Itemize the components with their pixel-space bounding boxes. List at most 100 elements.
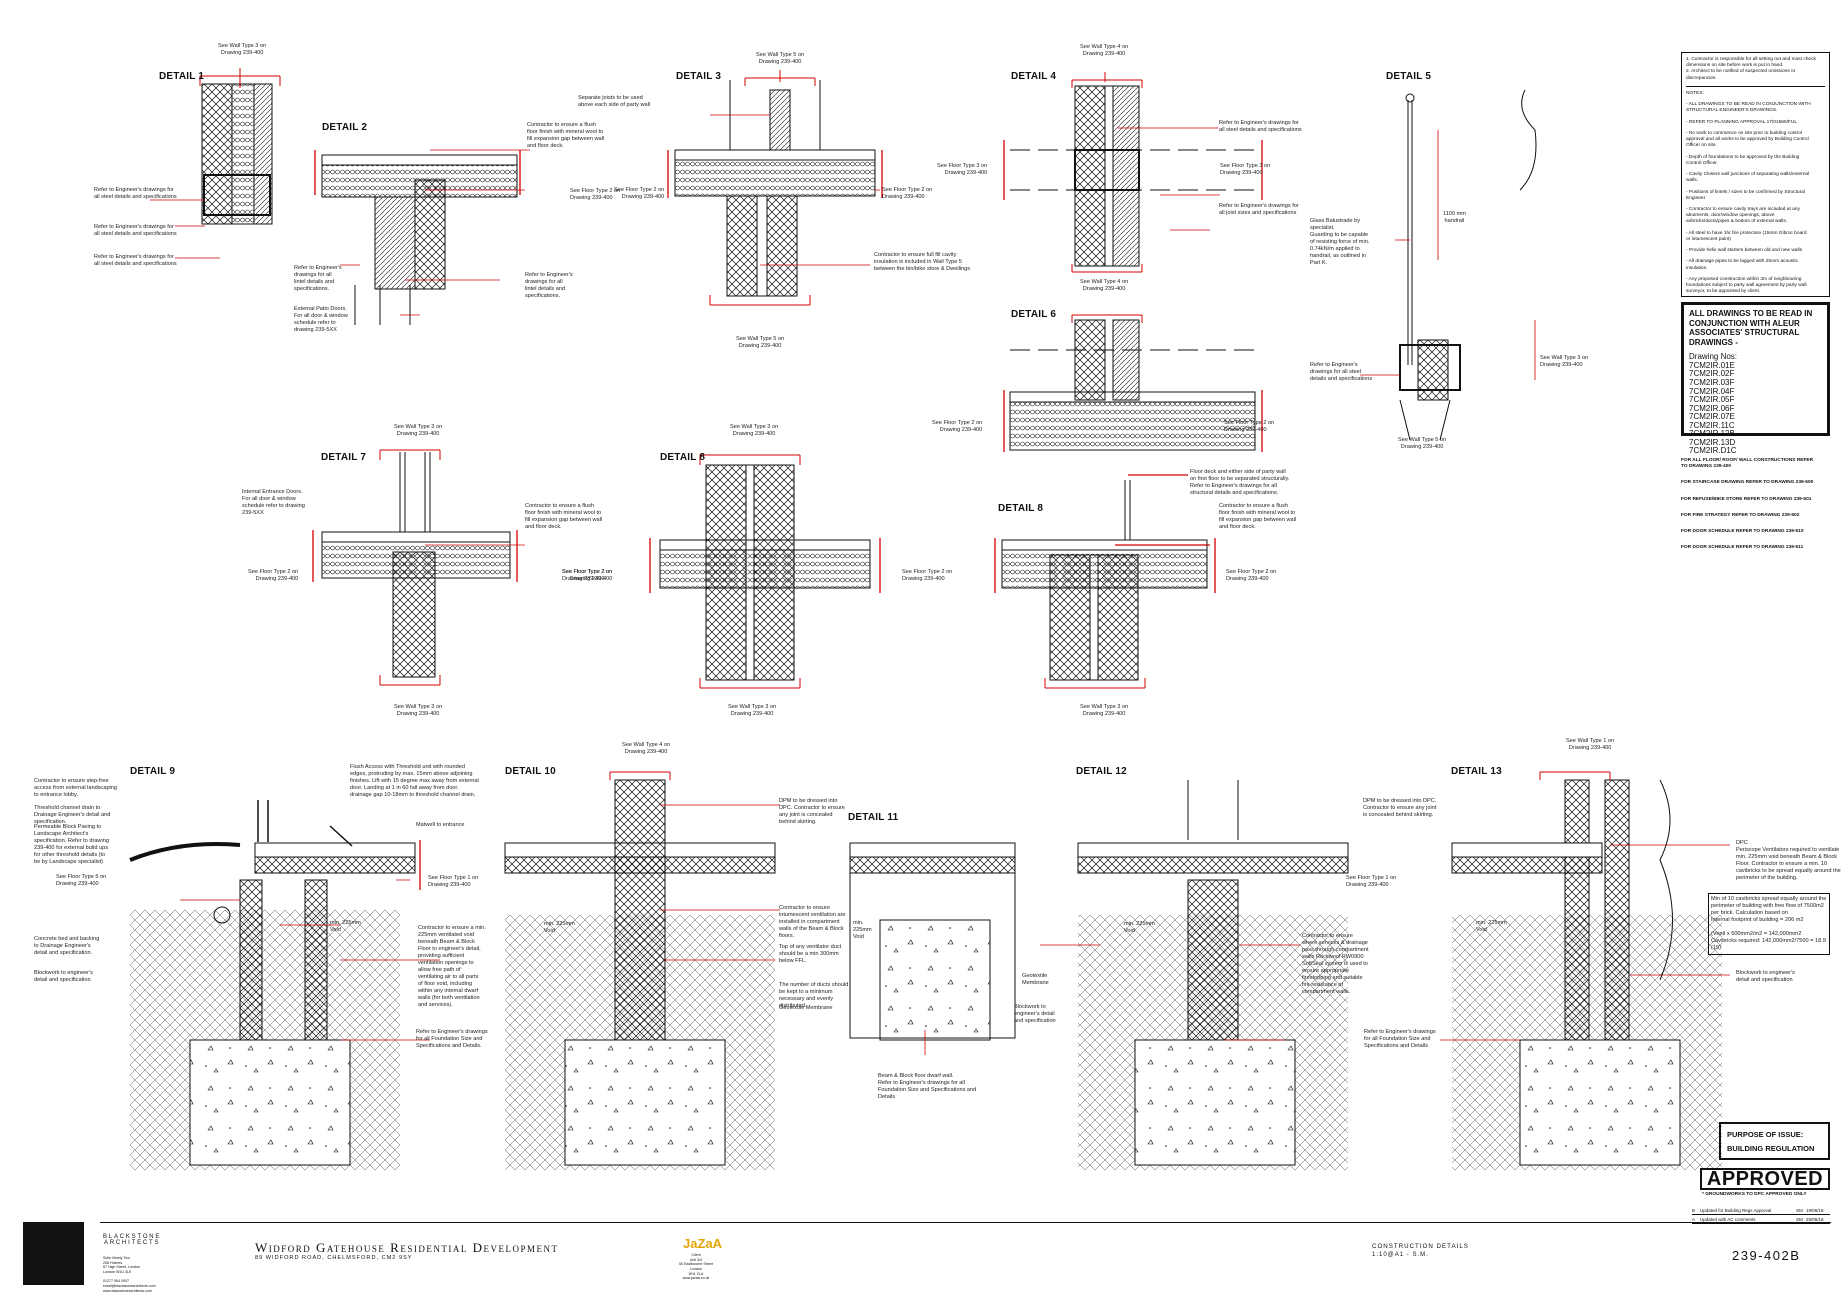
detail-12-drawing [1040,780,1349,1170]
annotation: Beam & Block floor dwarf wall. Refer to … [878,1073,977,1100]
annotation: Threshold channel drain to Drainage Engi… [34,805,111,825]
detail-3-title: DETAIL 3 [676,71,722,82]
detail-4-drawing [1003,72,1263,273]
annotation: Geotextile Membrane [1022,973,1049,986]
annotation: Separate joists to be used above each si… [578,95,651,108]
revision-row: B Updated for Building Regs Approval SM … [1692,1206,1830,1215]
detail-13-title: DETAIL 13 [1451,766,1502,777]
drawing-number: 239-402B [1732,1248,1801,1263]
annotation: Concrete bed and backing to Drainage Eng… [34,936,100,956]
annotation: See Floor Type 1 on Drawing 239-400 [428,875,479,888]
annotation: Contractor to ensure where services & dr… [1302,933,1369,995]
purpose-label: PURPOSE OF ISSUE: [1727,1130,1804,1139]
annotation: Contractor to ensure step-free access fr… [34,778,118,798]
detail-5-drawing [1360,89,1537,441]
structural-heading: ALL DRAWINGS TO BE READ IN CONJUNCTION W… [1689,309,1813,347]
approved-stamp: APPROVED [1700,1168,1830,1190]
detail-10-drawing [504,771,780,1170]
rev-letter: A [1692,1216,1696,1222]
annotation: Refer to Engineer's drawings for all joi… [1219,203,1299,216]
rev-desc: Updated for Building Regs Approval [1700,1207,1772,1213]
purpose-value: BUILDING REGULATION [1727,1144,1815,1154]
annotation: Contractor to ensure a flush floor finis… [525,503,603,530]
annotation: See Wall Type 3 on Drawing 239-400 [394,424,443,437]
annotation: See Floor Type 2 on Drawing 239-400 [882,187,933,200]
annotation: Contractor to ensure a min. 225mm ventil… [418,925,486,1008]
annotation: Refer to Engineer's drawings for all Fou… [416,1029,488,1049]
annotation: DPC [1736,840,1748,846]
annotation: See Wall Type 3 on Drawing 239-400 [218,43,267,56]
annotation: See Wall Type 3 on Drawing 239-400 [728,704,777,717]
annotation: See Wall Type 5 on Drawing 239-400 [736,336,785,349]
annotation: The number of ducts should be kept to a … [779,982,849,1009]
reference-list: FOR ALL FLOOR/ ROOF/ WALL CONSTRUCTIONS … [1681,458,1831,562]
annotation: See Floor Type 2 on Drawing 239-400 [932,420,983,433]
annotation: Refer to Engineer's drawings for all ste… [94,187,177,200]
structural-drawings-box: ALL DRAWINGS TO BE READ IN CONJUNCTION W… [1681,302,1830,455]
annotation: See Floor Type 2 on Drawing 239-400 [562,569,613,582]
drawing-scale: 1:10@A1 - S.M. [1372,1252,1429,1258]
annotation: See Wall Type 4 on Drawing 239-400 [1080,44,1129,57]
note-item: - Depth of foundations to be approved by… [1686,154,1800,166]
annotation: Refer to Engineer's drawings for all ste… [94,224,177,237]
note-item: - Positions of lintels / sizes to be con… [1686,189,1805,201]
notes-panel: 1. Contractor is responsible for all set… [1681,52,1830,297]
annotation: min. 225mm Void [853,920,872,940]
purpose-of-issue: PURPOSE OF ISSUE: BUILDING REGULATION [1719,1122,1830,1160]
drawing-type: CONSTRUCTION DETAILS [1372,1243,1469,1250]
annotation: 1100 mm handrail [1443,211,1466,224]
note-item: - No work to commence on site prior to b… [1686,130,1809,149]
annotation: See Floor Type 1 on Drawing 239-400 [1346,875,1397,888]
revision-table: B Updated for Building Regs Approval SM … [1692,1206,1830,1224]
reference-item: FOR DOOR SCHEDULE REFER TO DRAWING 239-5… [1681,545,1804,551]
annotation: Refer to Engineer's drawings for all lin… [294,265,342,292]
reference-item: FOR FIRE STRATEGY REFER TO DRAWING 239-5… [1681,512,1800,518]
detail-9-title: DETAIL 9 [130,766,176,777]
annotation: Periscope Ventilators required to ventil… [1736,847,1841,881]
annotation: See Wall Type 5 on Drawing 239-400 [756,52,805,65]
general-notes: 1. Contractor is responsible for all set… [1686,57,1825,87]
note-item: - REFER TO PLANNING APPROVAL 17/01560/FU… [1686,119,1797,125]
annotation: Geotextile Membrane [779,1005,833,1011]
detail-10-title: DETAIL 10 [505,766,556,777]
annotation: Floor deck and either side of party wall… [1190,469,1290,496]
note-item: - All steel to have 1hr fire protection … [1686,230,1807,242]
detail-6-drawing [1003,314,1263,476]
annotation: Blockwork to engineer's detail and speci… [34,970,93,983]
annotation: See Floor Type 3 on Drawing 239-400 [1220,163,1271,176]
annotation: See Wall Type 4 on Drawing 239-400 [622,742,671,755]
approved-note: * GROUNDWORKS TO DPC APPROVED ONLY [1702,1192,1807,1197]
annotation: DPM to be dressed into DPC. Contractor t… [1363,798,1437,818]
annotation: Flush Access with Threshold unit with ro… [350,764,479,798]
rev-date: 25/05/18 [1806,1216,1824,1222]
rev-letter: B [1692,1207,1696,1213]
annotation: Refer to Engineer's drawings for all ste… [94,254,177,267]
annotation: Contractor to ensure intumescent ventila… [779,905,846,939]
detail-8-drawing [649,454,881,689]
detail-8b-drawing [994,480,1216,689]
detail-6-title: DETAIL 6 [1011,309,1057,320]
annotation: min. 225mm Void [1124,921,1155,934]
detail-3-drawing [667,70,883,306]
annotation: Contractor to ensure full fill cavity in… [874,252,971,272]
reference-item: FOR REFUSE/BIKE STORE REFER TO DRAWING 2… [1681,496,1812,502]
project-address: 89 WIDFORD ROAD, CHELMSFORD, CM2 9SY [255,1255,413,1261]
notes-heading: NOTES: [1686,90,1704,96]
annotation: Matwell to entrance [416,822,465,828]
detail-4-title: DETAIL 4 [1011,71,1057,82]
rev-desc: Updated with AC comments [1700,1216,1756,1222]
detail-1-drawing [150,68,281,259]
annotation: See Floor Type 2 on Drawing 239-400 [570,188,621,201]
annotation: DPM to be dressed into DPC. Contractor t… [779,798,845,825]
client-contact: Client Unit 3/4 50 Eastbourne Street Lon… [679,1253,713,1281]
annotation: Blockwork to engineer's detail and speci… [1736,970,1795,983]
titleblock-divider [100,1222,1831,1223]
annotation: See Wall Type 3 on Drawing 239-400 [730,424,779,437]
architect-logo [23,1222,84,1285]
annotation: See Floor Type 2 on Drawing 239-400 [902,569,953,582]
annotation: Refer to Engineer's drawings for all lin… [525,272,573,299]
project-title: Widford Gatehouse Residential Developmen… [255,1240,559,1255]
annotation: See Wall Type 1 on Drawing 239-400 [1566,738,1615,751]
annotation: Contractor to ensure a flush floor finis… [527,122,605,149]
